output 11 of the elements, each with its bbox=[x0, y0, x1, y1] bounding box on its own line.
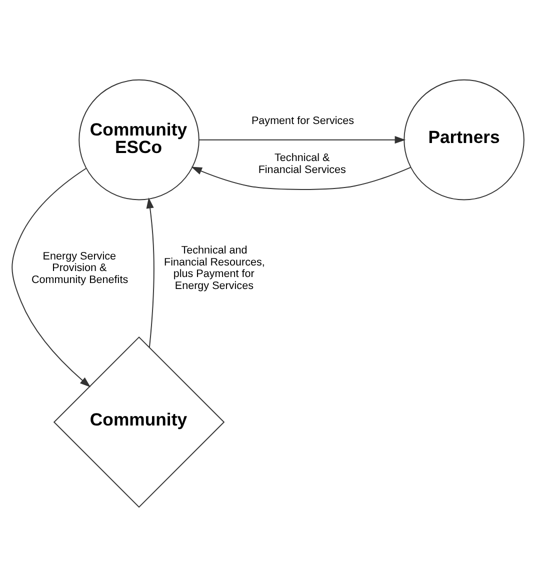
arrow bbox=[198, 136, 406, 144]
edge-label: Energy Service Provision & Community Benefits bbox=[32, 250, 128, 286]
node-circle: Partners bbox=[404, 78, 524, 200]
edge-label: Technical & Financial Services bbox=[258, 152, 346, 176]
arrow bbox=[146, 197, 154, 348]
arrow bbox=[191, 166, 412, 190]
edge-label: Payment for Services bbox=[251, 114, 354, 126]
edge-label: Technical and Financial Resources, plus Payment for Energy Services bbox=[164, 244, 265, 292]
node-circle: Community ESCo bbox=[78, 78, 200, 200]
node-diamond: Community bbox=[53, 336, 225, 508]
arrow bbox=[12, 167, 91, 387]
